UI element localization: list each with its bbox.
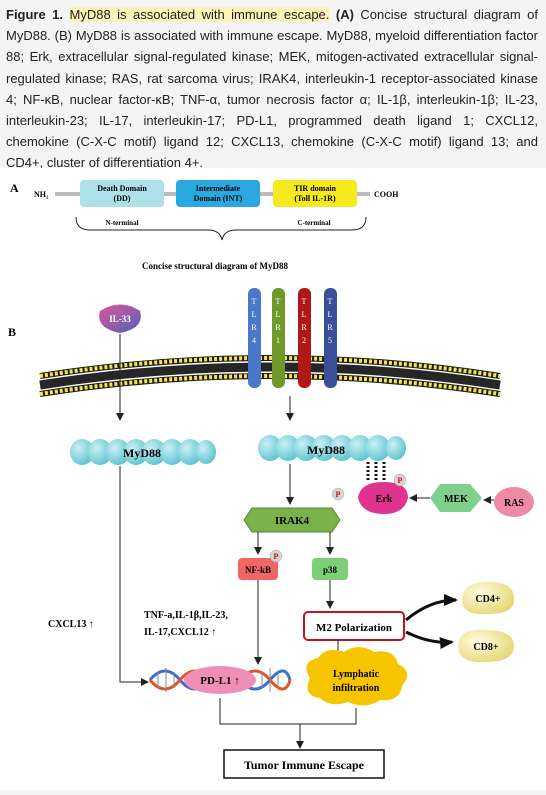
erk-phospho-label: P bbox=[398, 476, 403, 485]
death-domain-box bbox=[80, 180, 164, 207]
tlr4-letter-2: L bbox=[252, 310, 257, 319]
nh2-label: NH₂ bbox=[34, 190, 49, 199]
n-terminal-label: N-terminal bbox=[105, 219, 138, 227]
terminal-brace bbox=[75, 216, 367, 241]
p38-node bbox=[312, 558, 348, 580]
mek-node bbox=[430, 484, 482, 512]
death-domain-label: Death Domain bbox=[97, 184, 147, 193]
tlr5-receptor bbox=[324, 288, 337, 388]
irak4-node bbox=[243, 507, 341, 533]
myd88-to-dna-arrow bbox=[119, 466, 149, 686]
figure-title-highlight: MyD88 is associated with immune escape. bbox=[69, 7, 330, 22]
c-terminal-label: C-terminal bbox=[297, 219, 330, 227]
tlr2-letter-2: L bbox=[302, 310, 307, 319]
panel-a-marker: (A) bbox=[335, 7, 354, 22]
cooh-label: COOH bbox=[374, 190, 399, 199]
panel-a-label: A bbox=[10, 181, 19, 195]
tlr2-receptor bbox=[298, 288, 311, 388]
nfkb-phospho-label: P bbox=[274, 552, 279, 561]
cd4-label: CD4+ bbox=[475, 594, 500, 605]
tlr1-letter-3: R bbox=[275, 323, 281, 332]
m2-to-cd4-arrow bbox=[405, 594, 458, 622]
p38-label: p38 bbox=[323, 565, 338, 575]
irak4-label: IRAK4 bbox=[275, 515, 310, 527]
tlr5-letter-1: T bbox=[328, 297, 333, 306]
tlr1-letter-2: L bbox=[276, 310, 281, 319]
intermediate-domain-abbrev: Domain (INT) bbox=[194, 194, 243, 203]
tlr5-letter-3: R bbox=[327, 323, 333, 332]
myd88-left-beads bbox=[70, 439, 216, 465]
il33-ligand bbox=[99, 304, 141, 333]
tir-domain-abbrev: (Toll IL-1R) bbox=[294, 194, 336, 203]
tlr4-letter-3: R bbox=[251, 323, 257, 332]
cd4-cell bbox=[462, 582, 515, 615]
intermediate-domain-box bbox=[176, 180, 260, 207]
figure-area: A NH₂ Death Domain (DD) Intermediate Dom… bbox=[0, 168, 546, 790]
tumor-immune-escape-box bbox=[223, 749, 385, 779]
irak4-phospho-label: P bbox=[336, 490, 341, 499]
myd88-figure: A NH₂ Death Domain (DD) Intermediate Dom… bbox=[8, 180, 534, 779]
tlr2-letter-1: T bbox=[302, 297, 307, 306]
myd88-erk-interaction bbox=[366, 462, 386, 480]
myd88-right-beads bbox=[258, 435, 406, 461]
erk-label: Erk bbox=[376, 494, 393, 505]
tir-domain-label: TIR domain bbox=[294, 184, 337, 193]
figure-caption: Figure 1. MyD88 is associated with immun… bbox=[6, 4, 538, 174]
cytokines-line2: IL-17,CXCL12 ↑ bbox=[144, 627, 216, 638]
irak4-phospho-badge bbox=[331, 487, 345, 501]
lymphatic-infiltration-cloud bbox=[306, 647, 408, 706]
panel-b-label: B bbox=[8, 325, 16, 339]
tlr4-letter-4: 4 bbox=[252, 336, 256, 345]
myd88-left-label: MyD88 bbox=[123, 446, 161, 460]
cxcl13-label: CXCL13 ↑ bbox=[48, 619, 94, 630]
tlr5-letter-4: 5 bbox=[328, 336, 332, 345]
merge-lines bbox=[219, 698, 357, 725]
caption-body: Concise structural diagram of MyD88. (B)… bbox=[6, 7, 538, 171]
m2-polarization-box bbox=[303, 611, 405, 641]
lymphatic-line1: Lymphatic bbox=[333, 669, 380, 680]
m2-to-cd8-arrow bbox=[405, 630, 454, 650]
ras-label: RAS bbox=[504, 498, 524, 509]
tlr1-letter-1: T bbox=[276, 297, 281, 306]
pdl1-label: PD-L1 ↑ bbox=[200, 675, 239, 687]
tlr4-letter-1: T bbox=[252, 297, 257, 306]
tlr4-receptor bbox=[248, 288, 261, 388]
erk-phospho-badge bbox=[393, 473, 407, 487]
m2-polarization-label: M2 Polarization bbox=[316, 622, 392, 634]
nfkb-node bbox=[238, 558, 278, 580]
figure-label: Figure 1. bbox=[6, 7, 64, 22]
tlr2-letter-4: 2 bbox=[302, 336, 306, 345]
mek-label: MEK bbox=[444, 494, 468, 505]
il33-label: IL-33 bbox=[109, 314, 131, 324]
erk-node bbox=[358, 482, 408, 514]
death-domain-abbrev: (DD) bbox=[114, 194, 131, 203]
pdl1-node bbox=[184, 666, 256, 694]
ras-node bbox=[494, 487, 534, 517]
nfkb-label: NF-kB bbox=[245, 565, 271, 575]
tlr5-letter-2: L bbox=[328, 310, 333, 319]
panel-a-title: Concise structural diagram of MyD88 bbox=[142, 261, 288, 271]
myd88-right-label: MyD88 bbox=[307, 443, 345, 457]
tir-domain-box bbox=[273, 180, 357, 207]
cd8-label: CD8+ bbox=[473, 642, 498, 653]
cd8-cell bbox=[458, 629, 514, 663]
tlr1-letter-4: 1 bbox=[276, 336, 280, 345]
tlr2-letter-3: R bbox=[301, 323, 307, 332]
intermediate-domain-label: Intermediate bbox=[196, 184, 241, 193]
cell-membrane bbox=[39, 355, 501, 397]
lymphatic-line2: infiltration bbox=[333, 683, 380, 694]
cytokines-line1: TNF-a,IL-1β,IL-23, bbox=[144, 610, 228, 621]
tlr1-receptor bbox=[272, 288, 285, 388]
nfkb-phospho-badge bbox=[269, 549, 283, 563]
tumor-immune-escape-label: Tumor Immune Escape bbox=[244, 758, 365, 772]
